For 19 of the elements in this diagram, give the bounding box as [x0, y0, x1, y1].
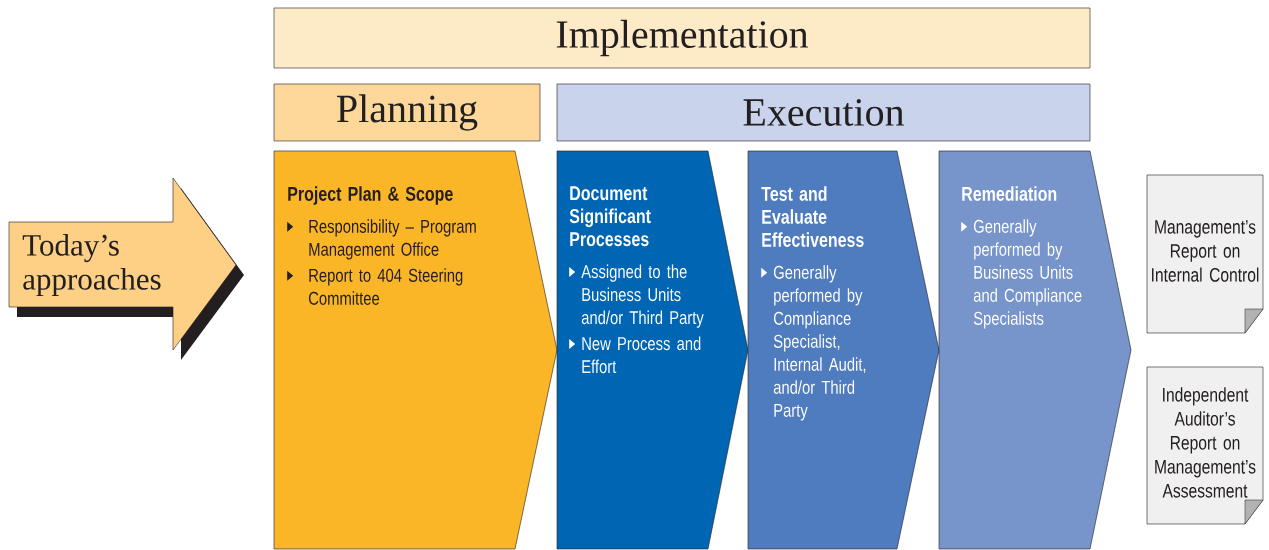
- phase-band: Execution: [556, 83, 1091, 142]
- document-sheet: Independent Auditor’s Report on Management’s Assessment: [1146, 366, 1264, 525]
- document-sheet: Management’s Report on Internal Control: [1146, 174, 1264, 334]
- phase-band: Planning: [273, 83, 541, 142]
- step-heading: Document Significant Processes: [569, 186, 651, 247]
- bullet-item: Report to 404 Steering Committee: [308, 268, 463, 305]
- bullet-item: Responsibility – Program Management Office: [309, 219, 476, 260]
- bullet-item: Generally performed by Business Units and Compliance Specialists: [973, 219, 1082, 329]
- phase-band: Implementation: [273, 7, 1091, 69]
- bullet-item: Assigned to the Business Units and/or Third Party: [581, 264, 704, 328]
- process-step: [556, 150, 749, 550]
- process-step: [938, 150, 1132, 550]
- bullet-item: Generally performed by Compliance Specialist, Internal Audit, and/or Third Party: [773, 265, 866, 421]
- step-heading: Project Plan & Scope: [288, 186, 453, 205]
- bullet-item: New Process and Effort: [582, 336, 701, 374]
- step-heading: Remediation: [962, 186, 1057, 201]
- process-step: [273, 150, 558, 550]
- step-heading: Test and Evaluate Effectiveness: [761, 186, 864, 247]
- process-step: [747, 150, 940, 550]
